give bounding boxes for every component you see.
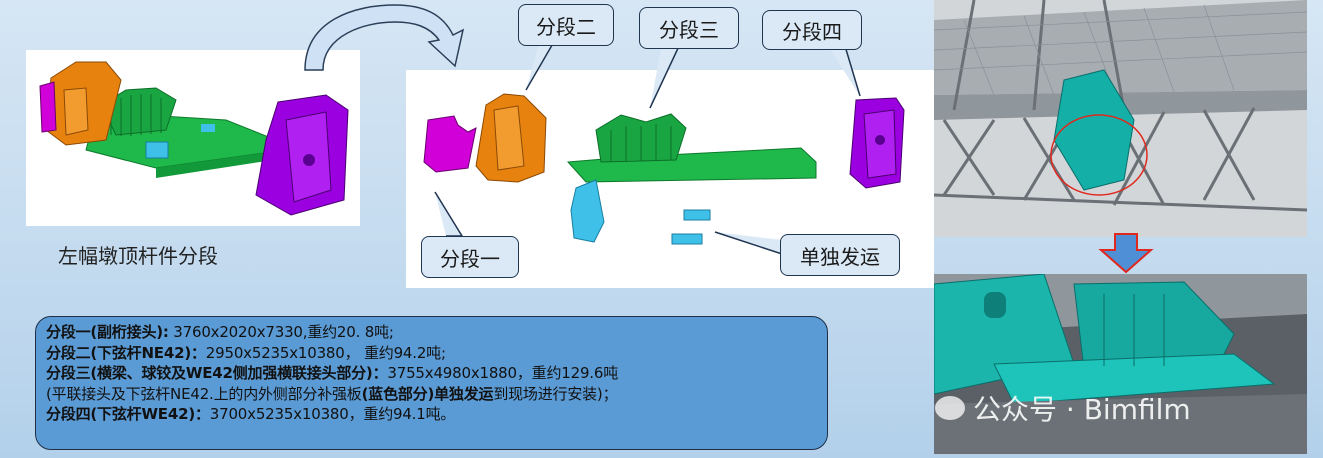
callout-segment-3-label: 分段三 <box>659 17 719 42</box>
assembled-model-image <box>39 61 349 216</box>
callout-separate-shipping: 单独发运 <box>780 234 900 276</box>
info-line-1-text: 3760x2020x7330,重约20. 8吨; <box>168 323 394 341</box>
callout-segment-1-label: 分段一 <box>440 246 500 271</box>
info-line-3-text: 3755x4980x1880，重约129.6吨 <box>387 364 619 382</box>
callout-separate-shipping-label: 单独发运 <box>800 244 880 269</box>
info-line-4-bold: (蓝色部分)单独发运 <box>361 384 494 403</box>
info-line-5: 分段四(下弦杆WE42)：3700x5235x10380，重约94.1吨。 <box>46 404 817 425</box>
callout-segment-4: 分段四 <box>762 10 862 50</box>
callout-segment-4-label: 分段四 <box>782 19 842 44</box>
left-model-panel <box>26 50 360 226</box>
info-line-5-text: 3700x5235x10380，重约94.1吨。 <box>209 405 456 423</box>
exploded-model-image <box>423 93 905 245</box>
left-caption: 左幅墩顶杆件分段 <box>58 244 218 268</box>
callout-segment-3: 分段三 <box>639 7 739 49</box>
down-arrow-icon <box>1098 233 1154 274</box>
watermark-text: 公众号 · Bimfilm <box>973 393 1191 426</box>
segment-info-box: 分段一(副桁接头): 3760x2020x7330,重约20. 8吨; 分段二(… <box>35 316 828 450</box>
info-line-4-post: 到现场进行安装)； <box>493 384 618 403</box>
curved-arrow-icon <box>304 4 465 71</box>
info-line-1: 分段一(副桁接头): 3760x2020x7330,重约20. 8吨; <box>46 322 817 343</box>
callout-segment-2-label: 分段二 <box>536 14 596 39</box>
info-line-2: 分段二(下弦杆NE42)：2950x5235x10380， 重约94.2吨; <box>46 343 817 364</box>
info-line-3-bold: 分段三(横梁、球铰及WE42侧加强横联接头部分)： <box>46 364 388 382</box>
info-line-4-pre: (平联接头及下弦杆NE42.上的内外侧部分补强板 <box>46 384 362 403</box>
info-line-2-text: 2950x5235x10380， 重约94.2吨; <box>205 343 446 362</box>
info-line-2-bold: 分段二(下弦杆NE42)： <box>46 343 206 362</box>
info-line-5-bold: 分段四(下弦杆WE42)： <box>46 405 210 423</box>
callout-segment-2: 分段二 <box>518 4 614 46</box>
wechat-icon <box>935 396 965 420</box>
info-line-3: 分段三(横梁、球铰及WE42侧加强横联接头部分)：3755x4980x1880，… <box>46 363 817 384</box>
truss-render-top <box>934 0 1307 237</box>
callout-segment-1: 分段一 <box>421 236 519 278</box>
watermark: 公众号 · Bimfilm <box>935 388 1191 428</box>
closeup-render-bottom <box>934 274 1307 454</box>
info-line-1-bold: 分段一(副桁接头): <box>46 323 169 341</box>
info-line-4: (平联接头及下弦杆NE42.上的内外侧部分补强板(蓝色部分)单独发运到现场进行安… <box>46 384 817 405</box>
